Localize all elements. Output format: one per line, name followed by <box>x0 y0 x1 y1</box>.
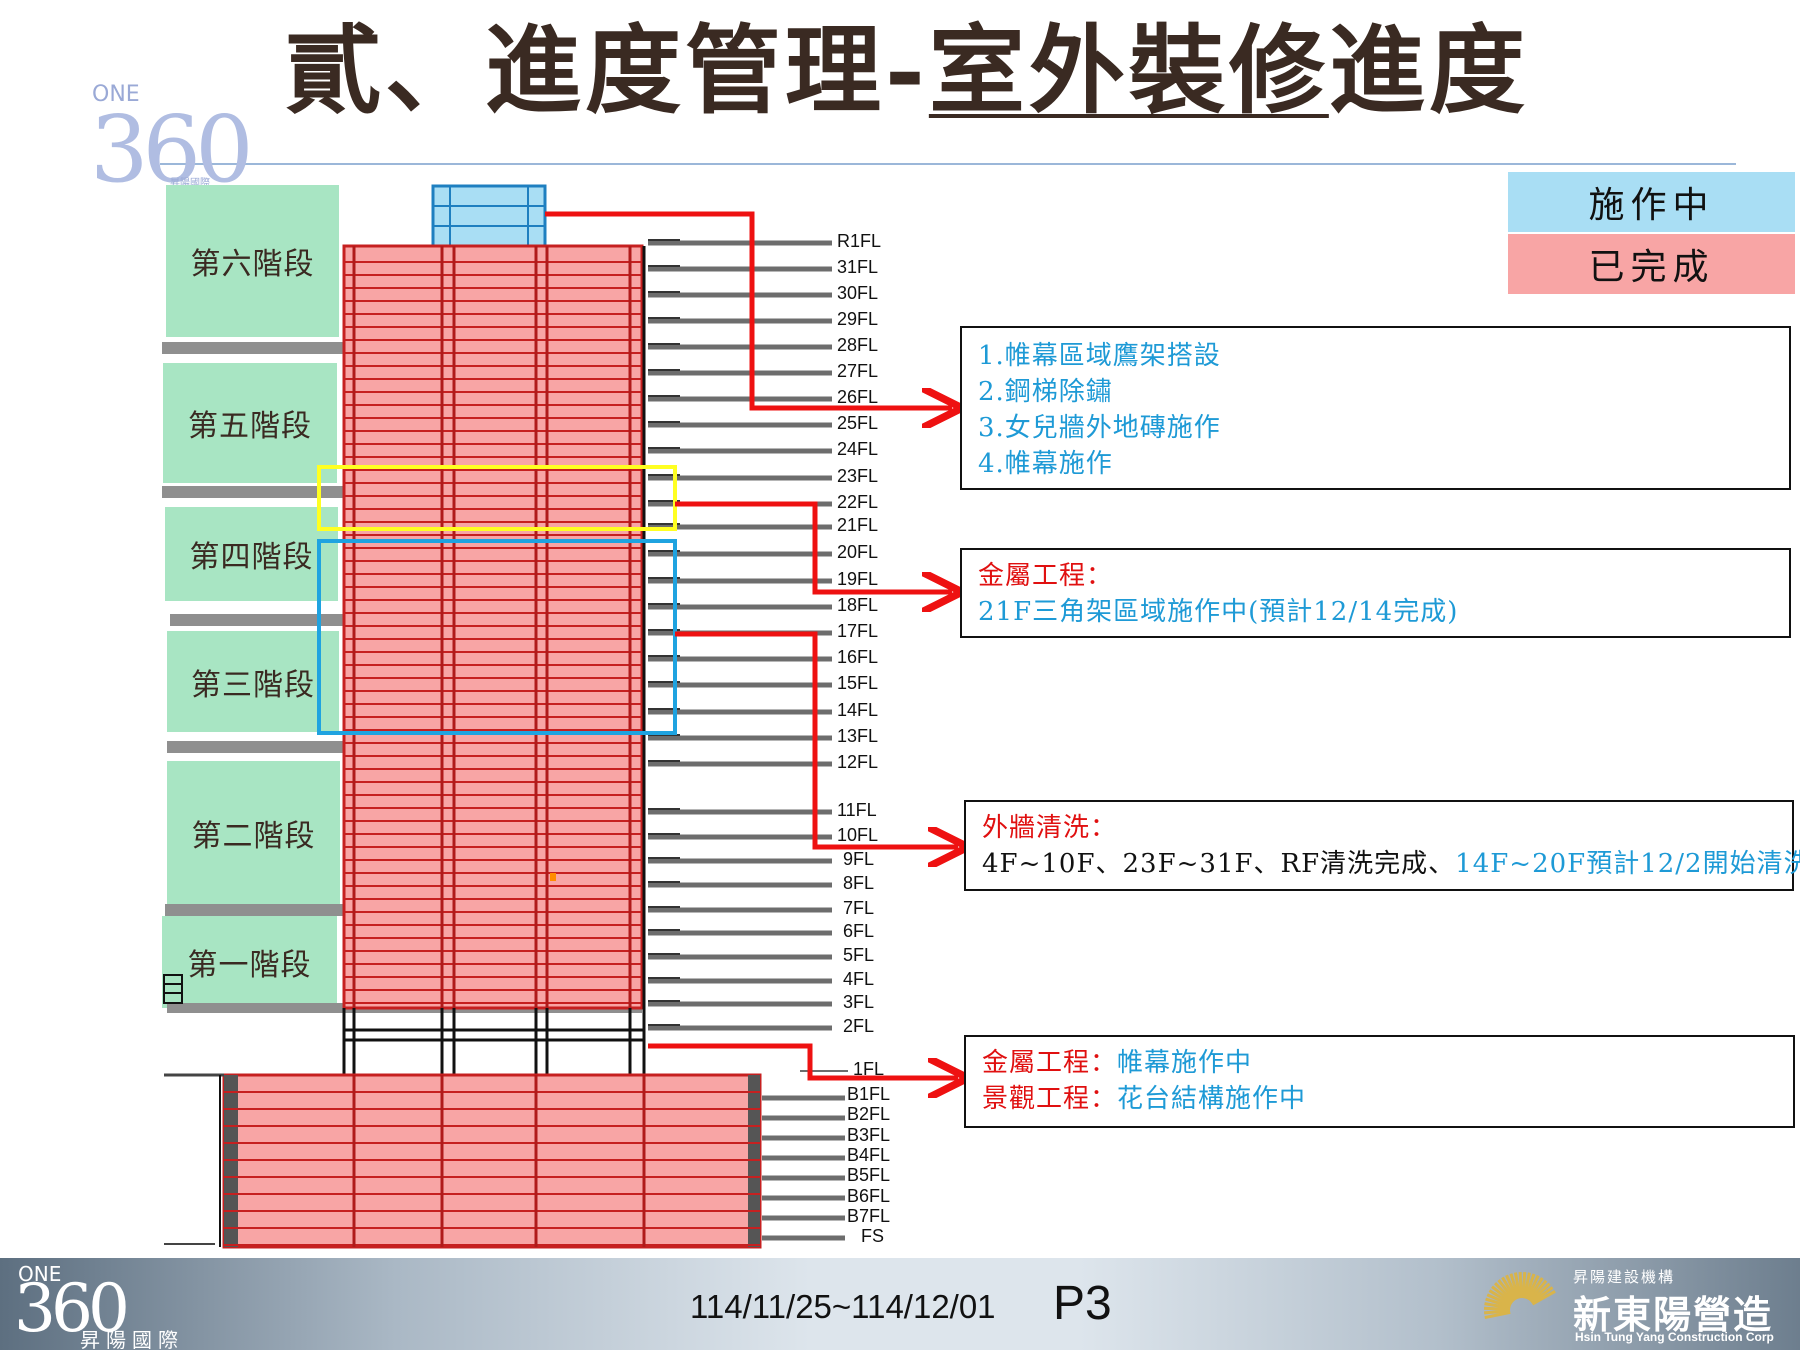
arrow-metal-work <box>675 501 952 592</box>
floor-label: B2FL <box>847 1104 891 1124</box>
metal-heading: 金屬工程： <box>978 561 1114 591</box>
title-suffix: 進度 <box>1328 14 1529 127</box>
ground-metal-label: 金屬工程： <box>982 1048 1118 1078</box>
floor-label: B5FL <box>847 1165 891 1185</box>
floor-label: B1FL <box>847 1084 891 1104</box>
curtain-item: 1.帷幕區域鷹架搭設 <box>978 341 1221 371</box>
ground-landscape-label: 景觀工程： <box>982 1084 1118 1114</box>
floor-label: 2FL <box>843 1016 875 1036</box>
callout-ground-works: 金屬工程：帷幕施作中 景觀工程：花台結構施作中 <box>964 1035 1795 1128</box>
floor-label: 26FL <box>837 387 879 407</box>
metal-detail: 21F三角架區域施作中(預計12/14完成) <box>978 597 1459 627</box>
tower-facade <box>342 244 646 1075</box>
roof-structure <box>431 184 547 248</box>
floor-label: 12FL <box>837 752 879 772</box>
title-divider <box>160 163 1736 165</box>
floor-label: 1FL <box>853 1059 885 1079</box>
floor-label: 10FL <box>837 825 879 845</box>
footer-page-number: P3 <box>1053 1277 1112 1330</box>
callout-curtain-wall: 1.帷幕區域鷹架搭設 2.鋼梯除鏽 3.女兒牆外地磚施作 4.帷幕施作 <box>960 326 1791 490</box>
floor-label: 16FL <box>837 647 879 667</box>
logo-one-text: ONE <box>92 82 140 107</box>
floor-label: 20FL <box>837 542 879 562</box>
floor-label: 31FL <box>837 257 879 277</box>
floor-label: B4FL <box>847 1145 891 1165</box>
curtain-item: 4.帷幕施作 <box>978 449 1113 479</box>
corp-group-name: 昇陽建設機構 <box>1573 1268 1676 1286</box>
sun-burst-logo-icon <box>1483 1271 1556 1320</box>
curtain-item: 2.鋼梯除鏽 <box>978 377 1113 407</box>
floor-label: 9FL <box>843 849 875 869</box>
floor-label: 25FL <box>837 413 879 433</box>
callout-metal-work: 金屬工程： 21F三角架區域施作中(預計12/14完成) <box>960 548 1791 638</box>
corp-english-name: Hsin Tung Yang Construction Corp <box>1575 1330 1774 1344</box>
cleaning-done-text: 4F~10F、23F~31F、RF清洗完成、 <box>982 849 1456 879</box>
cleaning-plan-text: 14F~20F預計12/2開始清洗 <box>1455 849 1800 879</box>
stage-1-label: 第一階段 <box>162 916 337 1008</box>
stair-icon <box>163 974 183 1004</box>
arrow-cleaning <box>675 631 958 847</box>
floor-label: 8FL <box>843 873 875 893</box>
floor-label: 3FL <box>843 992 875 1012</box>
floor-label: 11FL <box>837 800 877 820</box>
floor-level-lines <box>648 239 848 1241</box>
floor-label: FS <box>861 1226 885 1246</box>
floor-label: 23FL <box>837 466 879 486</box>
stage-6-label: 第六階段 <box>166 185 339 337</box>
floor-label: 28FL <box>837 335 879 355</box>
basement-facade <box>164 1073 762 1249</box>
floor-label: 24FL <box>837 439 879 459</box>
legend-done: 已完成 <box>1508 234 1795 294</box>
stage-3-label: 第三階段 <box>167 631 339 732</box>
stage-5-label: 第五階段 <box>163 363 337 483</box>
floor-label: 17FL <box>837 621 879 641</box>
floor-label: R1FL <box>837 231 882 251</box>
floor-label: 4FL <box>843 969 875 989</box>
floor-label: 21FL <box>837 515 879 535</box>
floor-label: 13FL <box>837 726 879 746</box>
floor-label: B3FL <box>847 1125 891 1145</box>
footer-date-range: 114/11/25~114/12/01 <box>690 1288 996 1325</box>
highlight-zone-cleaning <box>317 539 677 735</box>
floor-label: 15FL <box>837 673 879 693</box>
stage-4-label: 第四階段 <box>165 507 338 601</box>
logo-subtitle: 昇陽國際 <box>170 178 210 189</box>
floor-label: 6FL <box>843 921 875 941</box>
curtain-item: 3.女兒牆外地磚施作 <box>978 413 1221 443</box>
callout-arrows <box>545 211 958 1078</box>
callout-wall-cleaning: 外牆清洗： 4F~10F、23F~31F、RF清洗完成、14F~20F預計12/… <box>964 800 1800 891</box>
floor-label: B7FL <box>847 1206 891 1226</box>
footer-bar: ONE 360 昇陽國際 114/11/25~114/12/01 P3 昇陽建設… <box>0 1258 1800 1350</box>
title-prefix: 貳、進度管理- <box>285 14 929 127</box>
floor-label: 19FL <box>837 569 879 589</box>
floor-label: 29FL <box>837 309 879 329</box>
floor-label: 22FL <box>837 492 879 512</box>
legend-in-progress: 施作中 <box>1508 172 1795 232</box>
highlight-zone-21f <box>317 465 677 531</box>
stage-2-label: 第二階段 <box>167 761 340 904</box>
footer-logo-subtitle: 昇陽國際 <box>80 1328 184 1350</box>
floor-label: 14FL <box>837 700 879 720</box>
page-title: 貳、進度管理-室外裝修進度 <box>285 18 1529 124</box>
footer-logo-one: ONE <box>18 1262 62 1286</box>
cleaning-heading: 外牆清洗： <box>982 813 1118 843</box>
corp-name: 新東陽營造 <box>1573 1292 1774 1337</box>
title-underlined: 室外裝修 <box>928 14 1329 127</box>
floor-label: 30FL <box>837 283 879 303</box>
floor-label: B6FL <box>847 1186 891 1206</box>
arrow-ground <box>648 1043 958 1078</box>
one360-logo: ONE 360 昇陽國際 <box>88 76 258 203</box>
ground-landscape-value: 花台結構施作中 <box>1117 1084 1307 1114</box>
arrow-curtain-wall <box>545 211 952 408</box>
ground-floor-frame <box>342 1008 644 1075</box>
floor-label: 27FL <box>837 361 879 381</box>
footer-logo-number: 360 <box>14 1270 130 1347</box>
floor-label: 7FL <box>843 898 875 918</box>
floor-label: 18FL <box>837 595 879 615</box>
ground-metal-value: 帷幕施作中 <box>1117 1048 1253 1078</box>
floor-label: 5FL <box>843 945 875 965</box>
